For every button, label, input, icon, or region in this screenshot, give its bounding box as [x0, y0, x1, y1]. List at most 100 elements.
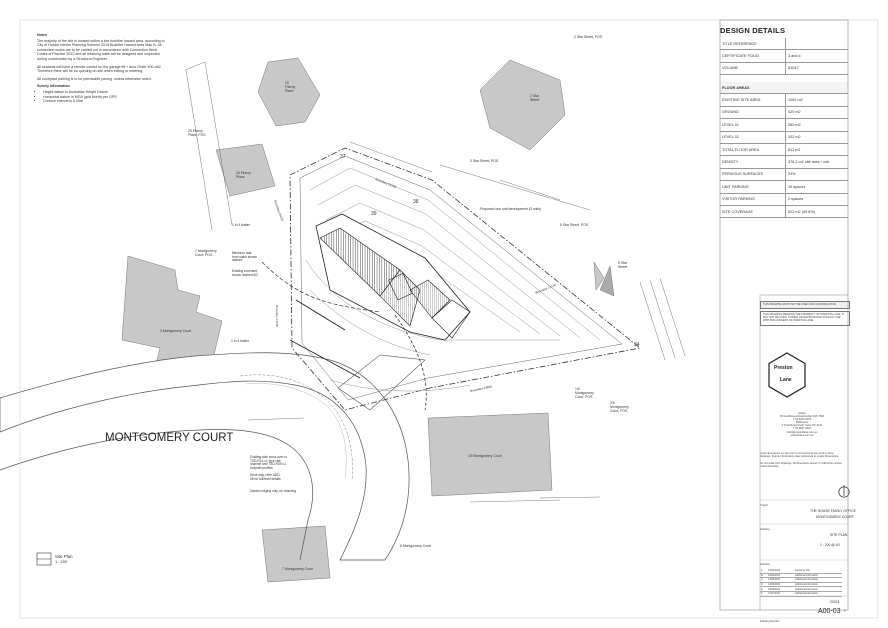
building-2-star-street: [479, 59, 566, 151]
rev-desc: Additional information: [793, 582, 842, 588]
footpath-edge-2: [245, 383, 347, 479]
crossover-label: Existing side cross over to TSD-R14-v1 t…: [250, 455, 288, 471]
row-label: EXISTING SITE AREA: [720, 93, 786, 107]
copyright-notice: THIS DRAWING REMAINS THE PROPERTY OF PRE…: [760, 311, 850, 326]
existing-covenant-label: Existing covenant shown dashed 6/2: [232, 269, 258, 277]
job-number: 20024: [830, 600, 840, 604]
site-boundary-inner: [299, 155, 623, 401]
footpath-edge: [239, 374, 353, 481]
dimension-value: 37: [340, 154, 346, 160]
disclaimer-text-2: Do not scale from drawings. All dimensio…: [760, 462, 842, 469]
survey-heading: Survey Information: [37, 84, 70, 89]
rev-date: 14/05/2021: [767, 577, 794, 583]
project-label: Project: [760, 504, 769, 507]
north-point-icon: [838, 485, 850, 498]
covenant-dashed-line: [261, 261, 381, 313]
row-label: GROUND: [720, 106, 786, 120]
row-label: DENSITY: [720, 155, 786, 169]
general-notes: Notes The majority of the site is locate…: [37, 33, 165, 104]
row-value: 376.2 m2 site area / unit: [785, 155, 848, 169]
dimension-value: 39: [371, 211, 377, 217]
row-value: 429 m2: [785, 106, 848, 120]
row-label: SITE COVERAGE: [720, 205, 786, 219]
rev-desc: Issued for DA: [793, 569, 842, 574]
label-3-star-street: 3 Star Street, POS: [470, 159, 499, 163]
building-20-fitzroy: [257, 57, 321, 127]
construction-stamp: THIS DRAWING MUST NOT BE USED FOR CONSTR…: [760, 301, 850, 309]
logo-text-lane: Lane: [780, 377, 792, 383]
building-1-5-montgomery: [427, 412, 553, 497]
row-label: PERVIOUS SURFACES: [720, 168, 786, 182]
notes-heading: Notes: [37, 33, 47, 37]
row-label: VOLUME: [720, 62, 786, 76]
driveway-label: Drive way, refer ADD-08 for full/level d…: [250, 473, 281, 481]
row-value: 811 m2: [785, 143, 848, 157]
label-26-fitzroy: 26 Fitzroy Place: [236, 171, 251, 179]
site-plan-scale: 1 : 200: [55, 559, 68, 564]
road-montgomery-court: [0, 352, 410, 561]
row-label: UNIT PARKING: [720, 180, 786, 194]
row-value: 24%: [785, 168, 848, 182]
label-3-montgomery: 3 Montgomery Court: [160, 329, 191, 333]
survey-item: Height datum is Australian Height Datum: [43, 90, 165, 95]
site-plan-title: Site Plan: [55, 554, 73, 559]
rev-code: E: [760, 586, 768, 592]
rev-desc: Additional information: [793, 577, 842, 583]
logo-text-preston: Preston: [774, 365, 793, 371]
dimension-lines: [184, 61, 686, 503]
drawing-scale: 1 : 200 @ A3: [820, 543, 840, 547]
design-details-title: DESIGN DETAILS: [720, 26, 786, 35]
garden-edging-label: Garden edging only, no retaining: [250, 489, 297, 493]
row-value: 3 and 4: [785, 49, 848, 63]
proposed-development-label: Proposed one unit development (3 units): [480, 207, 542, 211]
batter-label: 1 in 4 batter: [231, 339, 249, 343]
rev-code: C: [760, 577, 768, 583]
driveway-dashed: [394, 314, 427, 411]
drawing-revision: F: [844, 609, 847, 613]
rev-desc: Additional information: [793, 591, 842, 597]
survey-item: Contour interval is 0.25m: [43, 99, 165, 104]
label-6-montgomery: 6 Montgomery Court: [400, 544, 431, 548]
label-2-star-street: 2 Star Street: [530, 94, 540, 102]
rev-code: B: [760, 573, 768, 579]
row-value: 81047: [785, 62, 848, 76]
rev-date: 01/06/2021: [767, 582, 794, 588]
rev-code: D: [760, 582, 768, 588]
building-5-star-street: [593, 261, 605, 291]
row-label: CERTIFICATE FOLIO: [720, 49, 786, 63]
road-edge-inner: [0, 429, 314, 561]
stair-box: [388, 272, 413, 301]
row-value: [785, 38, 848, 51]
proposed-deck: [431, 299, 471, 339]
label-7-montgomery: 7 Montgomery Court: [282, 567, 313, 571]
row-value: 522 m2 (49.6%): [785, 205, 848, 219]
rev-code: F: [760, 591, 768, 597]
label-1-5-montgomery: 1/5 Montgomery Court: [468, 454, 502, 458]
preston-lane-logo: [768, 352, 806, 398]
rev-date: 15/02/2021: [767, 569, 794, 574]
disclaimer-text: Verify dimensions on site prior to comme…: [760, 452, 839, 459]
site-boundary: [289, 147, 641, 411]
label-1-5-montgomery-pos: 1/5 Montgomery Court, POS: [575, 387, 594, 399]
title-block: DESIGN DETAILS TITLE REFERENCE CERTIFICA…: [720, 20, 856, 623]
office-addresses: Hobart 45 Goodhouse Road Hobart TAS 7000…: [779, 412, 825, 437]
label-2-5-montgomery-pos: 2/5 Montgomery Court, POS: [610, 401, 629, 413]
row-label: VISITOR PARKING: [720, 193, 786, 206]
row-label: TOTAL FLOOR AREA: [720, 143, 786, 157]
row-label: TITLE REFERENCE: [720, 38, 786, 51]
